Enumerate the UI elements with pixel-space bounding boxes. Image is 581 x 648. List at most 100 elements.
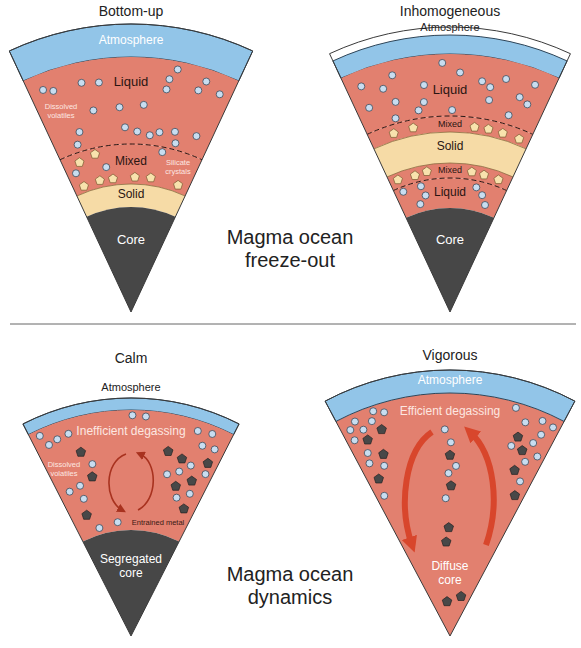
segregated-core: Segregated core	[83, 530, 179, 636]
volatile-bubble	[539, 417, 546, 424]
volatile-bubble	[442, 495, 449, 502]
section-wedge: InhomogeneousAtmosphereLiquidMixedSolidM…	[327, 1, 574, 312]
volatile-bubble	[364, 450, 371, 457]
volatile-bubble	[116, 104, 123, 111]
volatile-bubble	[505, 112, 512, 119]
layer-label: Inhomogeneous	[400, 3, 500, 19]
metal-droplet	[442, 597, 452, 606]
volatile-bubble	[140, 101, 147, 108]
volatile-bubble	[186, 490, 193, 497]
volatile-bubble	[351, 418, 358, 425]
silicate-crystal	[174, 180, 183, 189]
silicate-crystal	[410, 171, 419, 180]
liquid-layer: Liquid	[393, 178, 506, 218]
volatile-bubble	[159, 149, 166, 156]
section-wedge: VigorousAtmosphereEfficient degassingDif…	[322, 345, 578, 636]
layer-label: Atmosphere	[420, 21, 479, 34]
silicate-crystal	[498, 128, 507, 137]
volatile-bubble	[187, 462, 194, 469]
volatile-bubble	[538, 431, 545, 438]
volatile-bubble	[517, 478, 524, 485]
volatile-bubble	[76, 129, 83, 136]
solid-layer	[374, 132, 526, 177]
volatile-bubble	[479, 192, 486, 199]
volatile-bubble	[422, 192, 429, 199]
volatile-bubble	[447, 439, 454, 446]
volatile-bubble	[516, 94, 523, 101]
annotation: Entrained metal	[132, 519, 185, 528]
volatile-bubble	[65, 430, 72, 437]
volatile-bubble	[366, 104, 373, 111]
volatile-bubble	[50, 87, 57, 94]
layer-label: Liquid	[114, 75, 149, 90]
volatile-bubble	[202, 471, 209, 478]
section-wedge: CalmAtmosphereInefficient degassingDisso…	[20, 348, 242, 636]
core: Core	[406, 208, 494, 312]
volatile-bubble	[89, 461, 96, 468]
metal-droplet	[363, 435, 373, 444]
volatile-bubble	[78, 79, 85, 86]
circulation-arrow	[138, 454, 153, 510]
annotation: Dissolved volatiles	[42, 103, 80, 120]
volatile-bubble	[195, 87, 202, 94]
metal-droplet	[442, 537, 452, 546]
metal-droplet	[517, 446, 527, 455]
metal-droplet	[179, 504, 189, 513]
atmosphere-band: Atmosphere	[9, 24, 252, 81]
volatile-bubble	[380, 85, 387, 92]
metal-droplet	[379, 449, 389, 458]
volatile-bubble	[172, 140, 179, 147]
volatile-bubble	[90, 107, 97, 114]
volatile-bubble	[370, 408, 377, 415]
volatile-bubble	[122, 124, 129, 131]
volatile-bubble	[512, 404, 519, 411]
layer-label: Core	[117, 233, 145, 248]
volatile-bubble	[194, 427, 201, 434]
volatile-bubble	[66, 488, 73, 495]
volatile-bubble	[80, 495, 87, 502]
silicate-crystal	[393, 175, 402, 184]
volatile-bubble	[203, 78, 210, 85]
metal-droplet	[377, 425, 387, 434]
metal-droplet	[187, 476, 197, 485]
volatile-bubble	[142, 413, 149, 420]
volatile-bubble	[457, 69, 464, 76]
metal-droplet	[456, 591, 466, 600]
metal-droplet	[510, 465, 520, 474]
volatile-bubble	[415, 107, 422, 114]
silicate-crystal	[75, 158, 84, 167]
volatile-bubble	[503, 75, 510, 82]
silicate-crystal	[409, 123, 418, 132]
volatile-bubble	[171, 128, 178, 135]
layer-label: Atmosphere	[99, 34, 164, 48]
volatile-bubble	[522, 419, 529, 426]
solid-boundary	[387, 163, 513, 177]
circulation-arrow	[109, 454, 126, 510]
silicate-crystal	[484, 124, 493, 133]
volatile-bubble	[166, 76, 173, 83]
volatile-bubble	[176, 468, 183, 475]
particles	[36, 59, 556, 605]
layer-label: Diffuse core	[420, 560, 480, 588]
volatile-bubble	[216, 91, 223, 98]
volatile-bubble	[381, 409, 388, 416]
metal-droplet	[82, 510, 92, 519]
volatile-bubble	[392, 115, 399, 122]
volatile-bubble	[134, 128, 141, 135]
volatile-bubble	[508, 442, 515, 449]
liquid-layer: LiquidDissolved volatiles	[23, 57, 239, 160]
layer-label: Mixed	[438, 119, 462, 129]
silicate-crystal	[480, 170, 489, 179]
volatile-bubble	[532, 81, 539, 88]
volatile-bubble	[534, 453, 541, 460]
divider-line	[10, 324, 576, 325]
wedge-outline	[9, 24, 252, 312]
volatile-bubble	[524, 101, 531, 108]
volatile-bubble	[77, 482, 84, 489]
silicate-crystal	[467, 167, 476, 176]
annotation: Silicate crystals	[162, 159, 194, 176]
metal-droplet	[374, 474, 384, 483]
volatile-bubble	[96, 525, 103, 532]
volatile-bubble	[473, 184, 480, 191]
layer-label: Mixed	[115, 155, 147, 169]
